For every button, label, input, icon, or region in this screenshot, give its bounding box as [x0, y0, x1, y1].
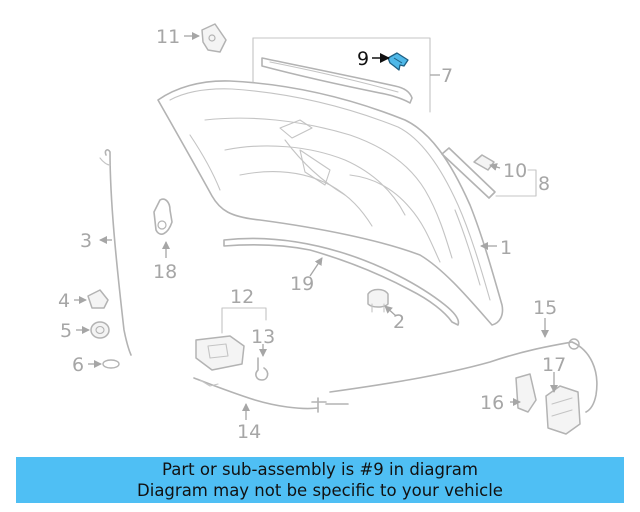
weatherstrip-group — [252, 37, 440, 113]
release-cable-part-14 — [193, 377, 349, 420]
callout-7: 7 — [441, 65, 453, 87]
callout-18: 18 — [153, 261, 177, 283]
callout-19: 19 — [290, 273, 314, 295]
callout-11: 11 — [156, 26, 180, 48]
bracket-part-18 — [153, 198, 173, 258]
callout-13: 13 — [251, 326, 275, 348]
callout-1: 1 — [500, 237, 512, 259]
banner-disclaimer-line: Diagram may not be specific to your vehi… — [137, 481, 503, 500]
clip-part-9-highlighted[interactable] — [372, 52, 409, 71]
banner-part-line: Part or sub-assembly is #9 in diagram — [162, 460, 478, 479]
callout-17: 17 — [542, 354, 566, 376]
callout-8: 8 — [538, 173, 550, 195]
striker-part-13 — [255, 344, 269, 381]
callout-2: 2 — [393, 311, 405, 333]
callout-4: 4 — [58, 290, 70, 312]
seal-strip-part-19 — [223, 237, 460, 326]
info-banner: Part or sub-assembly is #9 in diagram Di… — [16, 457, 624, 503]
callout-15: 15 — [533, 297, 557, 319]
callout-6: 6 — [72, 354, 84, 376]
callout-16: 16 — [480, 392, 504, 414]
latch-part-12 — [195, 307, 267, 371]
callout-14: 14 — [237, 421, 261, 443]
callout-3: 3 — [80, 230, 92, 252]
support-rod-part-3 — [99, 149, 132, 356]
bracket-part-11 — [184, 23, 227, 53]
bumper-part-2 — [367, 288, 397, 317]
release-cable-part-15 — [329, 318, 598, 413]
bracket-part-17 — [545, 372, 581, 435]
callout-9[interactable]: 9 — [357, 48, 369, 70]
hinge-part-4 — [74, 289, 109, 309]
hood-panel — [157, 80, 504, 326]
callout-5: 5 — [60, 320, 72, 342]
grommet-part-5 — [76, 321, 110, 339]
plug-part-6 — [88, 359, 120, 369]
callout-12: 12 — [230, 286, 254, 308]
handle-part-16 — [510, 373, 537, 413]
bumper-strip-part-8 — [441, 147, 537, 199]
callout-10: 10 — [503, 160, 527, 182]
